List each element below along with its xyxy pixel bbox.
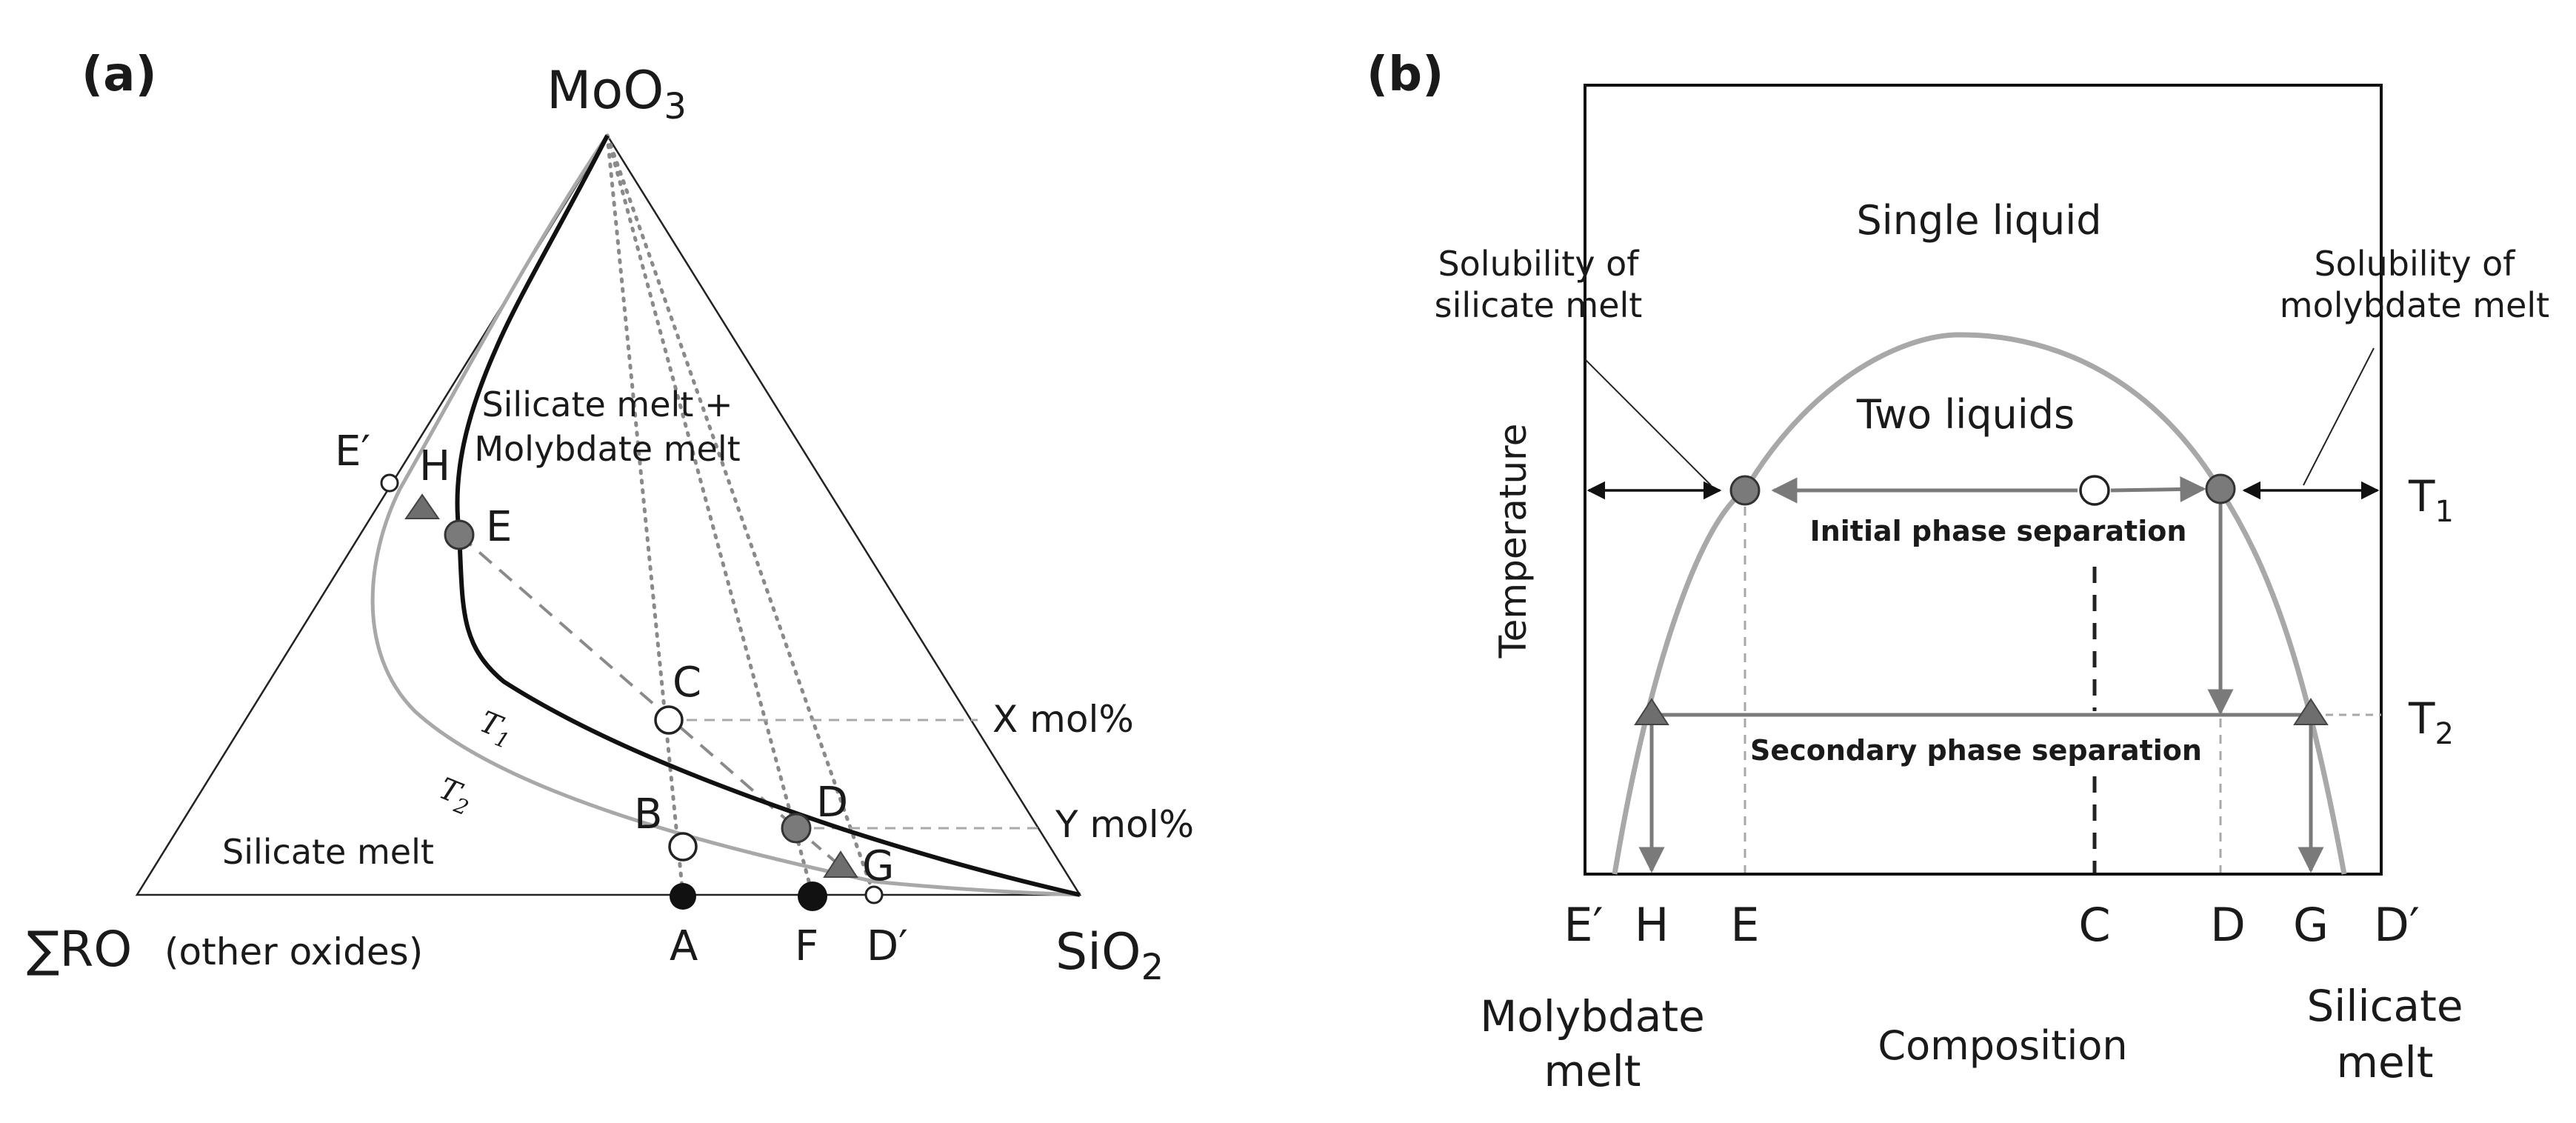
composition-axis-label: Composition — [1878, 1022, 2127, 1069]
x-letter-d-prime: D′ — [2374, 898, 2420, 952]
solubility-molybdate-line1: Solubility of — [2314, 244, 2516, 284]
point-g-label: G — [862, 842, 894, 890]
x-letter-e: E — [1730, 898, 1759, 952]
two-liquids-label: Two liquids — [1856, 391, 2075, 438]
point-d-marker-b — [2205, 473, 2236, 504]
point-a-marker — [670, 883, 696, 910]
secondary-separation-label: Secondary phase separation — [1750, 734, 2202, 767]
point-g-marker — [823, 850, 858, 878]
point-e-marker — [444, 519, 475, 550]
point-e-marker-b — [1729, 475, 1761, 506]
x-letter-h: H — [1635, 898, 1669, 952]
curve-t1-label: T1 — [473, 705, 518, 754]
molybdate-melt-end-line1: Molybdate — [1480, 991, 1705, 1042]
point-b-label: B — [634, 790, 662, 839]
level-x-label: X mol% — [992, 698, 1134, 741]
point-f-marker — [798, 882, 827, 911]
point-f-label: F — [795, 922, 818, 970]
t1-arrow-to-d — [2110, 476, 2206, 503]
point-e-prime-marker — [380, 473, 399, 493]
miscibility-gap-curve — [1612, 332, 2347, 875]
panel-b-tag: (b) — [1367, 47, 1444, 102]
panel-b: (b) Single liquid Two liquids — [1367, 47, 2549, 1096]
silicate-melt-end-line1: Silicate — [2306, 981, 2463, 1031]
solubility-silicate-line1: Solubility of — [1438, 244, 1640, 284]
t1-label: T1 — [2408, 471, 2454, 529]
apex-moo3-label: MoO3 — [547, 60, 687, 127]
single-liquid-label: Single liquid — [1857, 197, 2102, 244]
point-a-label: A — [670, 922, 698, 970]
x-letter-e-prime: E′ — [1564, 898, 1603, 952]
point-d-prime-label: D′ — [867, 922, 908, 970]
point-g-marker-b — [2293, 698, 2329, 725]
t2-label: T2 — [2408, 693, 2454, 751]
point-h-label: H — [419, 442, 450, 490]
point-c-label: C — [673, 659, 701, 707]
region-two-melts-line1: Silicate melt + — [481, 384, 733, 424]
point-h-marker — [404, 493, 440, 519]
boundary-curve-t2 — [370, 134, 1081, 897]
molybdate-melt-end-line2: melt — [1544, 1046, 1641, 1096]
point-d-marker — [781, 813, 812, 844]
tie-line-d-prime — [605, 133, 876, 897]
tie-line-a — [605, 133, 685, 897]
x-letter-d: D — [2210, 898, 2246, 952]
molybdate-solubility-leader — [2303, 347, 2375, 486]
point-h-marker-b — [1634, 698, 1669, 725]
panel-a: (a) MoO3 SiO2 ∑RO (other oxides) — [27, 47, 1194, 988]
point-c-marker — [654, 705, 684, 735]
apex-sio2-label: SiO2 — [1055, 923, 1164, 988]
point-b-marker — [668, 832, 698, 862]
point-e-prime-label: E′ — [335, 427, 370, 476]
solubility-silicate-line2: silicate melt — [1435, 285, 1643, 325]
solubility-molybdate-line2: molybdate melt — [2280, 285, 2549, 325]
x-letter-c: C — [2078, 898, 2110, 952]
apex-ro-note: (other oxides) — [164, 930, 423, 973]
region-silicate-melt: Silicate melt — [222, 832, 434, 872]
boundary-curve-t1 — [455, 134, 1081, 897]
apex-ro-label: ∑RO — [27, 921, 132, 978]
silicate-melt-end-line2: melt — [2336, 1037, 2433, 1087]
region-two-melts-line2: Molybdate melt — [474, 429, 740, 469]
tie-line-e-d — [458, 533, 798, 830]
x-letter-g: G — [2293, 898, 2329, 952]
tie-line-f — [605, 133, 815, 897]
ternary-triangle — [135, 133, 1082, 896]
phase-diagram-frame — [1584, 84, 2383, 876]
point-c-marker-b — [2079, 475, 2110, 506]
panel-a-tag: (a) — [81, 47, 157, 102]
temperature-axis-label: Temperature — [1492, 424, 1535, 659]
level-y-label: Y mol% — [1055, 803, 1194, 846]
point-d-label: D — [816, 779, 848, 827]
curve-t2-label: T2 — [433, 772, 478, 821]
point-e-label: E — [486, 503, 512, 551]
silicate-solubility-leader — [1584, 359, 1712, 486]
initial-separation-label: Initial phase separation — [1810, 515, 2187, 547]
point-d-prime-marker — [864, 885, 884, 904]
